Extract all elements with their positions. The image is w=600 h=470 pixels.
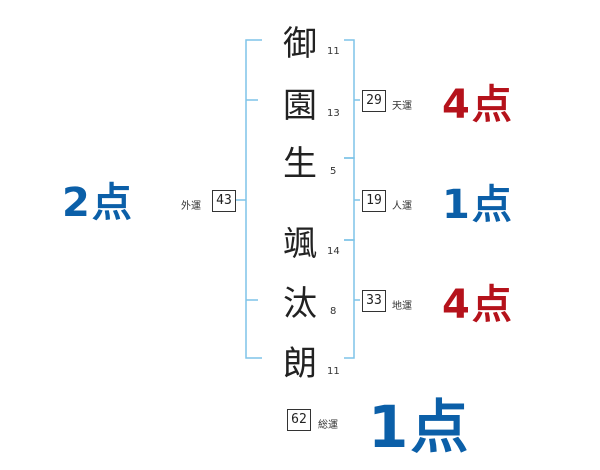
souun-value-box: 62 <box>287 409 311 431</box>
name-char-5: 汰 <box>283 284 317 324</box>
stroke-count-5: 8 <box>330 306 337 317</box>
jinun-label: 人運 <box>392 201 412 212</box>
stroke-count-6: 11 <box>327 366 340 377</box>
name-char-6: 朗 <box>283 344 317 384</box>
stroke-count-4: 14 <box>327 246 340 257</box>
name-char-2: 園 <box>283 86 317 126</box>
stroke-count-3: 5 <box>330 166 337 177</box>
name-char-4: 颯 <box>283 224 317 264</box>
chiun-label: 地運 <box>392 301 412 312</box>
jinun-score: 1点 <box>442 182 514 228</box>
gaiun-value-box: 43 <box>212 190 236 212</box>
gaiun-label: 外運 <box>181 201 201 212</box>
tenun-label: 天運 <box>392 101 412 112</box>
chiun-score: 4点 <box>442 282 514 328</box>
name-char-1: 御 <box>283 24 317 64</box>
chiun-bracket <box>344 239 360 359</box>
jinun-bracket <box>344 157 360 241</box>
name-char-3: 生 <box>283 144 317 184</box>
chiun-value-box: 33 <box>362 290 386 312</box>
tenun-bracket <box>344 39 360 159</box>
tenun-score: 4点 <box>442 82 514 128</box>
jinun-value-box: 19 <box>362 190 386 212</box>
tenun-value-box: 29 <box>362 90 386 112</box>
gaiun-score: 2点 <box>62 180 134 226</box>
gaiun-bracket <box>236 39 262 359</box>
stroke-count-2: 13 <box>327 108 340 119</box>
souun-score: 1点 <box>368 393 471 461</box>
souun-label: 総運 <box>318 420 338 431</box>
stroke-count-1: 11 <box>327 46 340 57</box>
